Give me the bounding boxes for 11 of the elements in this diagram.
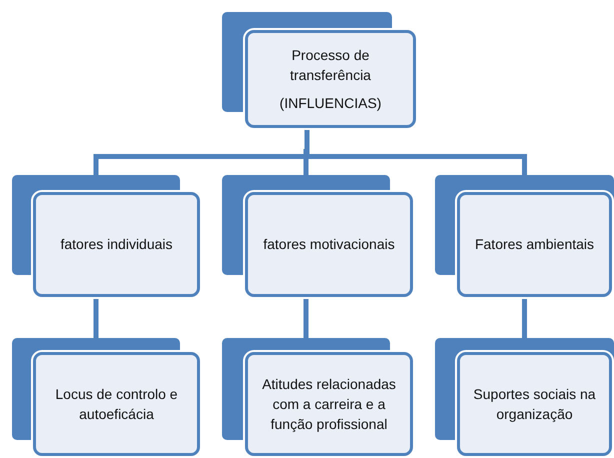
node-label: fatores individuais: [60, 235, 173, 254]
node-label: Locus de controlo e autoeficácia: [54, 384, 179, 424]
node-label: (INFLUENCIAS): [280, 94, 382, 114]
connector-line: [94, 297, 98, 338]
connector-line: [522, 297, 527, 338]
connector-line: [304, 297, 308, 338]
node-label: Fatores ambientais: [474, 235, 594, 254]
node-label: fatores motivacionais: [263, 235, 395, 254]
node-label: Suportes sociais na organização: [472, 384, 597, 424]
node-label: Processo de transferência: [289, 46, 372, 85]
node-label: Atitudes relacionadas com a carreira e a função profissional: [261, 374, 397, 434]
